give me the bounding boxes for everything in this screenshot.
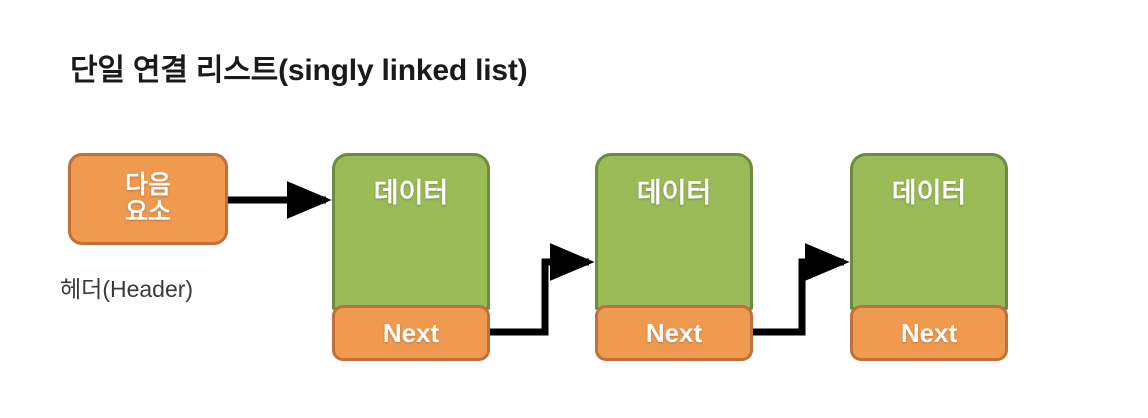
node-2-next-box[interactable]: Next [595, 305, 753, 361]
node-3-data-box [850, 153, 1008, 310]
node-1-next-box[interactable]: Next [332, 305, 490, 361]
header-caption-label: 헤더(Header) [60, 276, 194, 302]
node-1-data-box [332, 153, 490, 310]
header-node-line2: 요소 [124, 198, 171, 226]
node-2-data-label: 데이터 [636, 178, 712, 208]
connector-node1-to-node2 [490, 243, 595, 336]
node-3-next-box[interactable]: Next [850, 305, 1008, 361]
header-node[interactable]: 다음 요소 [68, 153, 228, 245]
diagram-title: 단일 연결 리스트(singly linked list) [70, 54, 528, 87]
node-3-data-label: 데이터 [891, 178, 967, 208]
header-node-line1: 다음 [124, 171, 171, 199]
connector-node2-to-node3 [753, 243, 850, 336]
node-2-data-box [595, 153, 753, 310]
node-1-data-label: 데이터 [373, 178, 449, 208]
